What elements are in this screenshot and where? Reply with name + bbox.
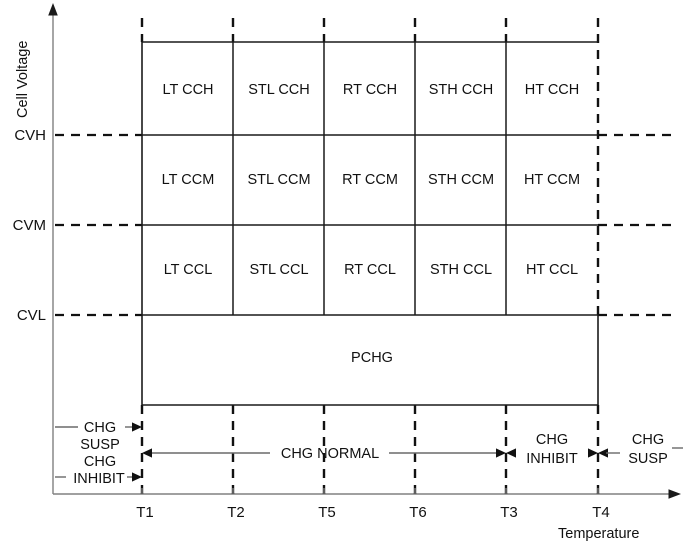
- matrix-cell-sth-cch: STH CCH: [429, 82, 493, 98]
- chg-inhibit-right-label-line1: CHG: [536, 432, 568, 448]
- matrix-cell-stl-ccl: STL CCL: [249, 262, 308, 278]
- matrix-cell-lt-ccl: LT CCL: [164, 262, 213, 278]
- chg-susp-left-arrowhead: [132, 422, 142, 432]
- chg-susp-right-label-line2: SUSP: [628, 451, 668, 467]
- chg-inhibit-left-label-line1: CHG: [84, 454, 116, 470]
- matrix-cell-lt-cch: LT CCH: [162, 82, 213, 98]
- y-axis-title: Cell Voltage: [15, 41, 31, 118]
- chg-susp-right-label-line1: CHG: [632, 432, 664, 448]
- x-tick-label-t2: T2: [227, 504, 245, 521]
- x-axis-arrowhead: [668, 489, 681, 499]
- matrix-cell-rt-ccl: RT CCL: [344, 262, 396, 278]
- chg-susp-left-label-line2: SUSP: [80, 437, 120, 453]
- matrix-cell-rt-ccm: RT CCM: [342, 172, 398, 188]
- matrix-cell-lt-ccm: LT CCM: [162, 172, 215, 188]
- x-tick-label-t6: T6: [409, 504, 427, 521]
- matrix-cell-stl-cch: STL CCH: [248, 82, 310, 98]
- pchg-zone: PCHG: [141, 315, 599, 406]
- chg-susp-left-label-line1: CHG: [84, 420, 116, 436]
- matrix-cell-ht-cch: HT CCH: [525, 82, 580, 98]
- chg-normal-left-arrowhead: [142, 448, 152, 458]
- x-tick-label-t1: T1: [136, 504, 154, 521]
- matrix-cell-sth-ccl: STH CCL: [430, 262, 492, 278]
- x-axis-title: Temperature: [558, 526, 639, 542]
- matrix-cell-rt-cch: RT CCH: [343, 82, 397, 98]
- x-tick-label-t3: T3: [500, 504, 518, 521]
- x-tick-label-t4: T4: [592, 504, 610, 521]
- chg-normal-label: CHG NORMAL: [281, 446, 379, 462]
- x-tick-label-t5: T5: [318, 504, 336, 521]
- annotation-right-chg-inhibit: CHG INHIBIT: [506, 432, 598, 467]
- chg-normal-right-arrowhead: [496, 448, 506, 458]
- matrix-cell-sth-ccm: STH CCM: [428, 172, 494, 188]
- chg-susp-right-arrowhead: [598, 448, 608, 458]
- y-axis: [48, 3, 58, 494]
- annotation-left-chg-susp: CHG SUSP: [55, 420, 142, 453]
- x-tick-marks: [141, 488, 599, 494]
- matrix-cell-ht-ccl: HT CCL: [526, 262, 578, 278]
- annotation-left-chg-inhibit: CHG INHIBIT: [55, 454, 142, 487]
- chg-inhibit-left-label-line2: INHIBIT: [73, 471, 125, 487]
- chg-inhibit-right-arrowhead-right: [588, 448, 598, 458]
- matrix-cell-stl-ccm: STL CCM: [247, 172, 310, 188]
- chg-inhibit-right-arrowhead-left: [506, 448, 516, 458]
- chg-inhibit-right-label-line2: INHIBIT: [526, 451, 578, 467]
- y-axis-arrowhead: [48, 3, 58, 16]
- y-tick-label-cvh: CVH: [14, 127, 46, 144]
- chg-inhibit-left-arrowhead: [132, 472, 142, 482]
- pchg-label: PCHG: [351, 350, 393, 366]
- y-tick-label-cvl: CVL: [17, 307, 46, 324]
- charge-zone-matrix: LT CCH STL CCH RT CCH STH CCH HT CCH LT …: [141, 41, 598, 316]
- annotation-chg-normal: CHG NORMAL: [142, 446, 506, 462]
- annotation-right-chg-susp: CHG SUSP: [598, 432, 683, 467]
- y-tick-label-cvm: CVM: [13, 217, 46, 234]
- x-axis: [53, 489, 681, 499]
- matrix-cell-ht-ccm: HT CCM: [524, 172, 580, 188]
